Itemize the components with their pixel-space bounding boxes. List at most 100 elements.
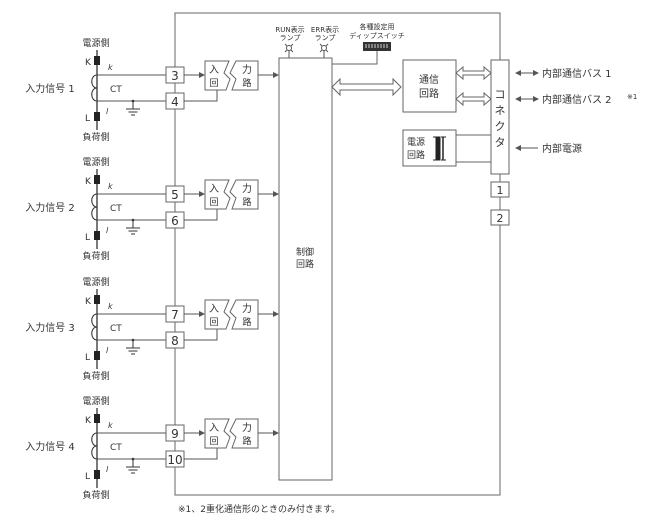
bus1-double-arrow — [455, 65, 492, 81]
comm-circuit-label-1: 通信 — [419, 74, 439, 86]
ct-label: CT — [110, 443, 122, 453]
input-circuit-block-left — [204, 60, 231, 91]
l-label: L — [85, 353, 90, 363]
l-label: L — [85, 233, 90, 243]
comm-circuit-label-2: 回路 — [419, 87, 439, 100]
l-lower-label: l — [106, 226, 109, 235]
k-lower-label: k — [108, 302, 113, 311]
err-lamp-icon — [319, 43, 329, 58]
control-circuit-box — [278, 57, 333, 481]
terminal-label: 9 — [171, 427, 179, 441]
input-circuit-char: 入 — [209, 65, 219, 76]
l-terminal-mark — [94, 351, 100, 360]
source-side-label: 電源側 — [82, 395, 109, 407]
return-wire — [184, 448, 218, 460]
k-terminal-mark — [94, 56, 100, 65]
l-terminal-mark — [94, 470, 100, 479]
power-circuit-box — [402, 129, 457, 167]
l-terminal-mark — [94, 231, 100, 240]
bus2-note: ※1 — [627, 93, 637, 101]
k-label: K — [85, 297, 92, 307]
input-circuit-char: 回 — [209, 78, 218, 89]
run-lamp-label-1: RUN表示 — [275, 25, 304, 34]
l-label: L — [85, 472, 90, 482]
input-circuit-char: 路 — [242, 316, 251, 328]
connector-char-4: タ — [495, 136, 506, 149]
return-wire — [184, 329, 218, 341]
connector-box — [490, 59, 510, 175]
input-circuit-block-right — [229, 60, 259, 91]
source-side-label: 電源側 — [82, 37, 109, 49]
bus2-label: 内部通信バス 2 — [542, 93, 612, 106]
input-circuit-char: 力 — [242, 182, 252, 195]
input-circuit-char: 路 — [242, 196, 251, 208]
source-side-label: 電源側 — [82, 276, 109, 288]
terminal-label: 10 — [167, 453, 182, 467]
terminal-label: 8 — [171, 334, 179, 348]
terminal-label: 6 — [171, 214, 179, 228]
input-circuit-char: 路 — [242, 435, 251, 447]
connector-char-3: ク — [495, 120, 506, 133]
k-lower-label: k — [108, 63, 113, 72]
input-circuit-block-right — [229, 179, 259, 210]
input-circuit-block-left — [204, 179, 231, 210]
k-label: K — [85, 177, 92, 187]
run-lamp-label-2: ランプ — [280, 34, 301, 42]
input-signal-label: 入力信号 3 — [25, 321, 75, 334]
input-circuit-block-left — [204, 418, 231, 449]
k-terminal-mark — [94, 414, 100, 423]
ct-label: CT — [110, 85, 122, 95]
dip-switch-label-1: 各種設定用 — [360, 22, 395, 31]
ct-coil-icon — [91, 74, 98, 102]
input-circuit-char: 回 — [209, 317, 218, 328]
run-lamp-icon — [284, 43, 294, 58]
k-lower-label: k — [108, 182, 113, 191]
transformer-icon — [433, 136, 446, 161]
terminal-label: 5 — [171, 188, 179, 202]
footnote: ※1、2重化通信形のときのみ付きます。 — [178, 503, 340, 515]
ct-coil-icon — [91, 432, 98, 460]
input-circuit-char: 入 — [209, 423, 219, 434]
terminal-1 — [490, 181, 510, 198]
terminal-2 — [490, 209, 510, 226]
input-circuit-block-right — [229, 299, 259, 330]
bus2-double-arrow — [455, 91, 492, 107]
power-circuit-label-1: 電源 — [407, 137, 425, 148]
power-label: 内部電源 — [542, 142, 582, 155]
k-lower-label: k — [108, 421, 113, 430]
ct-coil-icon — [91, 313, 98, 341]
ct-label: CT — [110, 204, 122, 214]
load-side-label: 負荷側 — [82, 370, 109, 382]
input-circuit-char: 力 — [242, 421, 252, 434]
l-lower-label: l — [106, 465, 109, 474]
terminal-2-label: 2 — [497, 212, 504, 225]
terminal-label: 4 — [171, 95, 179, 109]
input-signal-label: 入力信号 1 — [25, 82, 75, 95]
ct-coil-icon — [91, 193, 98, 221]
input-circuit-char: 入 — [209, 184, 219, 195]
power-circuit-label-2: 回路 — [407, 149, 425, 161]
connector-char-2: ネ — [495, 104, 506, 117]
load-side-label: 負荷側 — [82, 489, 109, 501]
l-lower-label: l — [106, 107, 109, 116]
input-circuit-char: 力 — [242, 302, 252, 315]
ground-icon — [126, 220, 140, 235]
dip-switch-icon — [363, 42, 391, 51]
input-circuit-char: 回 — [209, 197, 218, 208]
connector-char-1: コ — [495, 88, 506, 101]
l-lower-label: l — [106, 346, 109, 355]
l-label: L — [85, 114, 90, 124]
return-wire — [184, 209, 218, 221]
comm-circuit-box — [402, 59, 457, 113]
ct-label: CT — [110, 324, 122, 334]
input-circuit-block-left — [204, 299, 231, 330]
terminal-label: 7 — [171, 308, 179, 322]
k-label: K — [85, 416, 92, 426]
control-circuit-label-1: 制御 — [296, 246, 314, 258]
l-terminal-mark — [94, 112, 100, 121]
load-side-label: 負荷側 — [82, 131, 109, 143]
input-circuit-block-right — [229, 418, 259, 449]
